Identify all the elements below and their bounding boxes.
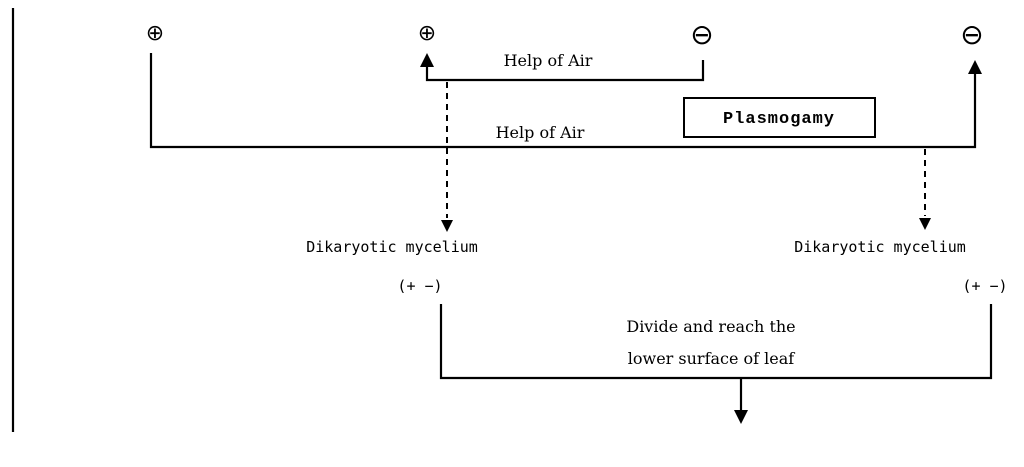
lower-air-arrowhead [968,60,982,74]
lower-help-of-air-label: Help of Air [496,123,585,142]
right-dashed-arrowhead [919,218,931,230]
upper-air-connector [425,60,705,82]
upper-help-of-air-label: Help of Air [504,51,593,70]
middle-plus-symbol: ⊕ [418,21,436,46]
bottom-down-arrowhead [734,410,748,424]
left-pair-label: (+ −) [397,277,442,295]
plasmogamy-label: Plasmogamy [723,110,835,129]
divide-label-line1: Divide and reach the [626,317,795,336]
right-dikaryotic-label: Dikaryotic mycelium [794,238,966,256]
left-plus-symbol: ⊕ [146,21,164,46]
middle-minus-symbol: ⊖ [690,18,713,51]
left-dikaryotic-label: Dikaryotic mycelium [306,238,478,256]
upper-air-arrowhead [420,53,434,67]
lower-air-connector [149,53,977,149]
bottom-connector [439,304,993,380]
right-minus-symbol: ⊖ [960,18,983,51]
divide-label-line2: lower surface of leaf [628,349,796,368]
left-dashed-arrowhead [441,220,453,232]
plasmogamy-box [683,97,876,138]
right-pair-label: (+ −) [962,277,1007,295]
